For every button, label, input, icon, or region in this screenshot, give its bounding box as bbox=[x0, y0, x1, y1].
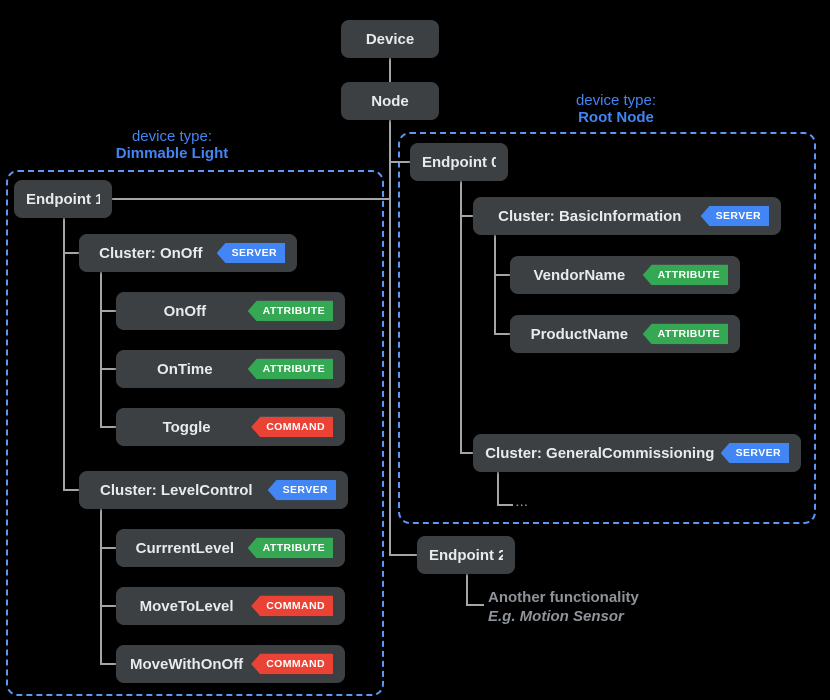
connector-to-ontime-attr bbox=[100, 368, 116, 370]
attr-currrentlevel-box: CurrrentLevel ATTRIBUTE bbox=[116, 529, 345, 567]
connector-to-endpoint0 bbox=[389, 161, 410, 163]
more-clusters-ellipsis: ... bbox=[516, 498, 529, 509]
connector-endpoint1-trunk bbox=[63, 218, 65, 490]
endpoint2-box: Endpoint 2 bbox=[417, 536, 515, 574]
connector-levelcontrol-trunk bbox=[100, 509, 102, 665]
attribute-badge: ATTRIBUTE bbox=[642, 323, 728, 345]
cluster-onoff-box: Cluster: OnOff SERVER bbox=[79, 234, 297, 272]
cmd-toggle-box: Toggle COMMAND bbox=[116, 408, 345, 446]
cluster-generalcommissioning-label: Cluster: GeneralCommissioning bbox=[485, 444, 715, 462]
endpoint1-box: Endpoint 1 bbox=[14, 180, 112, 218]
server-badge: SERVER bbox=[700, 205, 769, 227]
cmd-movetolevel-box: MoveToLevel COMMAND bbox=[116, 587, 345, 625]
cmd-movewithonoff-box: MoveWithOnOff COMMAND bbox=[116, 645, 345, 683]
endpoint0-box: Endpoint 0 bbox=[410, 143, 508, 181]
root-node-group-outline bbox=[398, 132, 816, 524]
attribute-badge: ATTRIBUTE bbox=[247, 537, 333, 559]
attribute-badge: ATTRIBUTE bbox=[642, 264, 728, 286]
command-badge: COMMAND bbox=[251, 595, 333, 617]
device-type-name: Dimmable Light bbox=[115, 145, 229, 162]
connector-endpoint2-elbow-h bbox=[466, 604, 484, 606]
dimmable-light-group-outline bbox=[6, 170, 384, 696]
cmd-toggle-label: Toggle bbox=[162, 418, 211, 436]
connector-to-onoff-attr bbox=[100, 310, 116, 312]
endpoint0-label: Endpoint 0 bbox=[422, 153, 496, 171]
device-box: Device bbox=[341, 20, 439, 58]
node-box: Node bbox=[341, 82, 439, 120]
attr-ontime-box: OnTime ATTRIBUTE bbox=[116, 350, 345, 388]
attr-ontime-label: OnTime bbox=[157, 360, 213, 378]
cmd-movewithonoff-label: MoveWithOnOff bbox=[130, 655, 244, 673]
connector-to-productname bbox=[494, 333, 510, 335]
connector-endpoint2-elbow-v bbox=[466, 574, 468, 605]
server-badge: SERVER bbox=[720, 442, 789, 464]
endpoint2-note-line2: E.g. Motion Sensor bbox=[488, 608, 624, 625]
connector-to-vendorname bbox=[494, 274, 510, 276]
connector-to-cluster-onoff bbox=[63, 252, 79, 254]
connector-to-movewithonoff-cmd bbox=[100, 663, 116, 665]
connector-endpoint0-trunk bbox=[460, 181, 462, 453]
device-type-prefix: device type: bbox=[131, 128, 213, 145]
connector-generalcommissioning-elbow-v bbox=[497, 472, 499, 505]
cmd-movetolevel-label: MoveToLevel bbox=[139, 597, 234, 615]
cluster-generalcommissioning-box: Cluster: GeneralCommissioning SERVER bbox=[473, 434, 801, 472]
cluster-basicinformation-label: Cluster: BasicInformation bbox=[498, 207, 682, 225]
endpoint1-label: Endpoint 1 bbox=[26, 190, 100, 208]
connector-to-currrentlevel-attr bbox=[100, 547, 116, 549]
attr-onoff-label: OnOff bbox=[163, 302, 207, 320]
connector-to-basicinformation bbox=[460, 215, 473, 217]
attr-vendorname-box: VendorName ATTRIBUTE bbox=[510, 256, 740, 294]
endpoint2-label: Endpoint 2 bbox=[429, 546, 503, 564]
connector-to-cluster-levelcontrol bbox=[63, 489, 79, 491]
attribute-badge: ATTRIBUTE bbox=[247, 300, 333, 322]
connector-node-trunk bbox=[389, 120, 391, 555]
command-badge: COMMAND bbox=[251, 416, 333, 438]
connector-onoff-trunk bbox=[100, 272, 102, 428]
server-badge: SERVER bbox=[267, 479, 336, 501]
cluster-levelcontrol-box: Cluster: LevelControl SERVER bbox=[79, 471, 348, 509]
connector-to-toggle-cmd bbox=[100, 426, 116, 428]
device-label: Device bbox=[365, 30, 415, 48]
device-type-name: Root Node bbox=[578, 109, 654, 126]
attr-onoff-box: OnOff ATTRIBUTE bbox=[116, 292, 345, 330]
cluster-onoff-label: Cluster: OnOff bbox=[99, 244, 203, 262]
connector-to-endpoint2 bbox=[389, 554, 417, 556]
endpoint2-note: Another functionality E.g. Motion Sensor bbox=[488, 588, 639, 626]
command-badge: COMMAND bbox=[251, 653, 333, 675]
connector-generalcommissioning-elbow-h bbox=[497, 504, 513, 506]
node-label: Node bbox=[371, 92, 409, 110]
root-node-group-header: device type: Root Node bbox=[496, 92, 736, 126]
connector-to-movetolevel-cmd bbox=[100, 605, 116, 607]
attr-productname-box: ProductName ATTRIBUTE bbox=[510, 315, 740, 353]
cluster-basicinformation-box: Cluster: BasicInformation SERVER bbox=[473, 197, 781, 235]
attribute-badge: ATTRIBUTE bbox=[247, 358, 333, 380]
connector-device-node bbox=[389, 58, 391, 82]
connector-basicinformation-trunk bbox=[494, 235, 496, 334]
attr-productname-label: ProductName bbox=[530, 325, 629, 343]
device-type-prefix: device type: bbox=[575, 92, 657, 109]
attr-vendorname-label: VendorName bbox=[533, 266, 626, 284]
dimmable-light-group-header: device type: Dimmable Light bbox=[52, 128, 292, 162]
connector-to-generalcommissioning bbox=[460, 452, 473, 454]
endpoint2-note-line1: Another functionality bbox=[488, 589, 639, 606]
attr-currrentlevel-label: CurrrentLevel bbox=[135, 539, 235, 557]
connector-to-endpoint1 bbox=[112, 198, 389, 200]
server-badge: SERVER bbox=[216, 242, 285, 264]
cluster-levelcontrol-label: Cluster: LevelControl bbox=[100, 481, 253, 499]
